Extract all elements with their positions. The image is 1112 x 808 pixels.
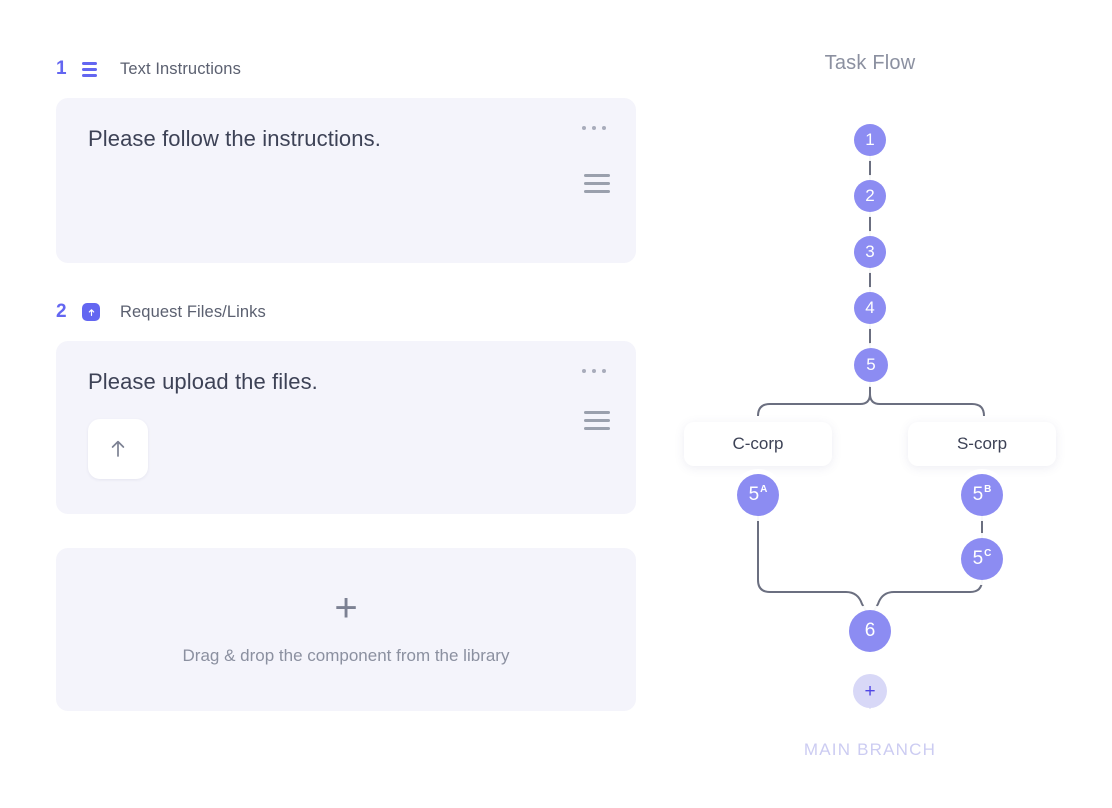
task-flow-panel: Task Flow <box>660 52 1080 792</box>
flow-node-5b-sup: B <box>984 483 992 495</box>
flow-node-5c-label: 5 <box>972 548 984 569</box>
flow-node-6-label: 6 <box>864 620 876 641</box>
request-files-title: Please upload the files. <box>88 369 318 394</box>
branch-pill-s-corp[interactable]: S-corp <box>908 422 1056 466</box>
plus-icon: + <box>864 680 876 702</box>
drag-handle-icon[interactable] <box>584 411 610 430</box>
upload-icon <box>82 303 112 321</box>
main-branch-label: MAIN BRANCH <box>803 740 937 759</box>
flow-node-6[interactable]: 6 <box>849 610 891 652</box>
branch-pill-s-corp-label: S-corp <box>956 434 1008 453</box>
step-header-1: 1 Text Instructions <box>56 52 636 86</box>
flow-node-5a-sup: A <box>760 483 768 495</box>
task-flow-title: Task Flow <box>824 52 916 74</box>
request-files-card[interactable]: Please upload the files. <box>56 341 636 514</box>
branch-pill-c-corp-label: C-corp <box>732 434 784 453</box>
drag-handle-icon[interactable] <box>584 174 610 193</box>
flow-node-5c-sup: C <box>984 547 992 559</box>
upload-arrow-icon <box>111 440 125 457</box>
flow-node-2[interactable]: 2 <box>854 180 886 212</box>
flow-node-1[interactable]: 1 <box>854 124 886 156</box>
text-instructions-card[interactable]: Please follow the instructions. <box>56 98 636 263</box>
more-options-icon[interactable] <box>582 369 606 373</box>
flow-node-5a-label: 5 <box>748 484 760 505</box>
step-number-2: 2 <box>56 301 68 322</box>
flow-node-5-label: 5 <box>866 355 876 374</box>
component-dropzone[interactable]: + Drag & drop the component from the lib… <box>56 548 636 711</box>
flow-node-1-label: 1 <box>865 130 875 149</box>
upload-button[interactable] <box>88 419 148 479</box>
plus-icon: + <box>334 585 358 630</box>
task-builder: 1 Text Instructions Please follow the in… <box>56 52 636 711</box>
step-number-1: 1 <box>56 58 68 79</box>
branch-pill-c-corp[interactable]: C-corp <box>684 422 832 466</box>
step-label-2: Request Files/Links <box>120 302 266 321</box>
step-label-1: Text Instructions <box>120 59 241 78</box>
flow-node-4-label: 4 <box>865 298 875 317</box>
flow-node-4[interactable]: 4 <box>854 292 886 324</box>
text-instructions-title: Please follow the instructions. <box>88 126 381 151</box>
flow-node-5[interactable]: 5 <box>854 348 888 382</box>
flow-node-5b-label: 5 <box>972 484 984 505</box>
more-options-icon[interactable] <box>582 126 606 130</box>
dropzone-text: Drag & drop the component from the libra… <box>182 645 510 665</box>
flow-node-2-label: 2 <box>865 186 875 205</box>
flow-node-3[interactable]: 3 <box>854 236 886 268</box>
text-lines-icon <box>82 61 112 77</box>
step-header-2: 2 Request Files/Links <box>56 295 636 329</box>
add-step-button[interactable]: + <box>853 674 887 708</box>
flow-node-3-label: 3 <box>865 242 875 261</box>
